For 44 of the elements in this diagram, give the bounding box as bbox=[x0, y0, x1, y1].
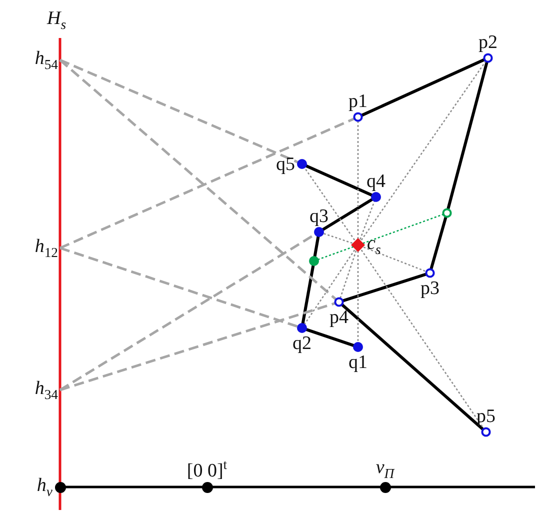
dotted-line bbox=[304, 250, 356, 326]
solid-line bbox=[322, 198, 374, 232]
point-label: p5 bbox=[476, 407, 496, 426]
point-label: q2 bbox=[292, 334, 312, 353]
dotted-line bbox=[357, 121, 359, 239]
dashed-line bbox=[60, 58, 299, 164]
dotted-line bbox=[340, 250, 357, 298]
point-label: h$_{v}$ bbox=[36, 476, 54, 498]
axis-label: H$_{s}$ bbox=[46, 8, 68, 33]
point-label: q4 bbox=[366, 172, 386, 191]
solid-line bbox=[430, 216, 448, 270]
dotted-line bbox=[360, 250, 484, 430]
point-label: q3 bbox=[308, 207, 330, 226]
dashed-line bbox=[59, 59, 337, 300]
point-label: h$_{54}$ bbox=[34, 48, 59, 72]
point-label: p3 bbox=[420, 279, 440, 298]
dotted-line bbox=[360, 200, 376, 240]
solid-line bbox=[313, 236, 320, 258]
point-label: p1 bbox=[348, 92, 368, 111]
solid-line bbox=[361, 58, 485, 117]
point-label: q5 bbox=[275, 154, 296, 174]
point-label: h$_{12}$ bbox=[34, 236, 59, 260]
dashed-line bbox=[60, 117, 355, 250]
solid-line bbox=[305, 328, 355, 348]
solid-line bbox=[305, 164, 373, 197]
solid-line bbox=[301, 264, 315, 324]
solid-line bbox=[342, 272, 427, 302]
point-label: q1 bbox=[348, 353, 368, 372]
dotted-line bbox=[357, 251, 359, 343]
point-label: h$_{34}$ bbox=[34, 378, 59, 402]
solid-line bbox=[341, 304, 484, 430]
dotted-line bbox=[322, 232, 353, 244]
point-label: p2 bbox=[478, 33, 498, 52]
dotted-line bbox=[318, 214, 444, 260]
point-label: [0 0]$^{t}$ bbox=[186, 458, 228, 480]
dotted-line bbox=[360, 60, 486, 240]
dashed-line bbox=[60, 246, 299, 328]
dotted-line bbox=[363, 246, 426, 272]
point-label: p4 bbox=[328, 308, 350, 327]
dashed-line bbox=[60, 302, 336, 392]
solid-line bbox=[446, 61, 488, 210]
dotted-line bbox=[304, 166, 356, 240]
point-label: v$_{Π}$ bbox=[374, 458, 396, 480]
point-label: c$_{s}$ bbox=[366, 234, 382, 256]
